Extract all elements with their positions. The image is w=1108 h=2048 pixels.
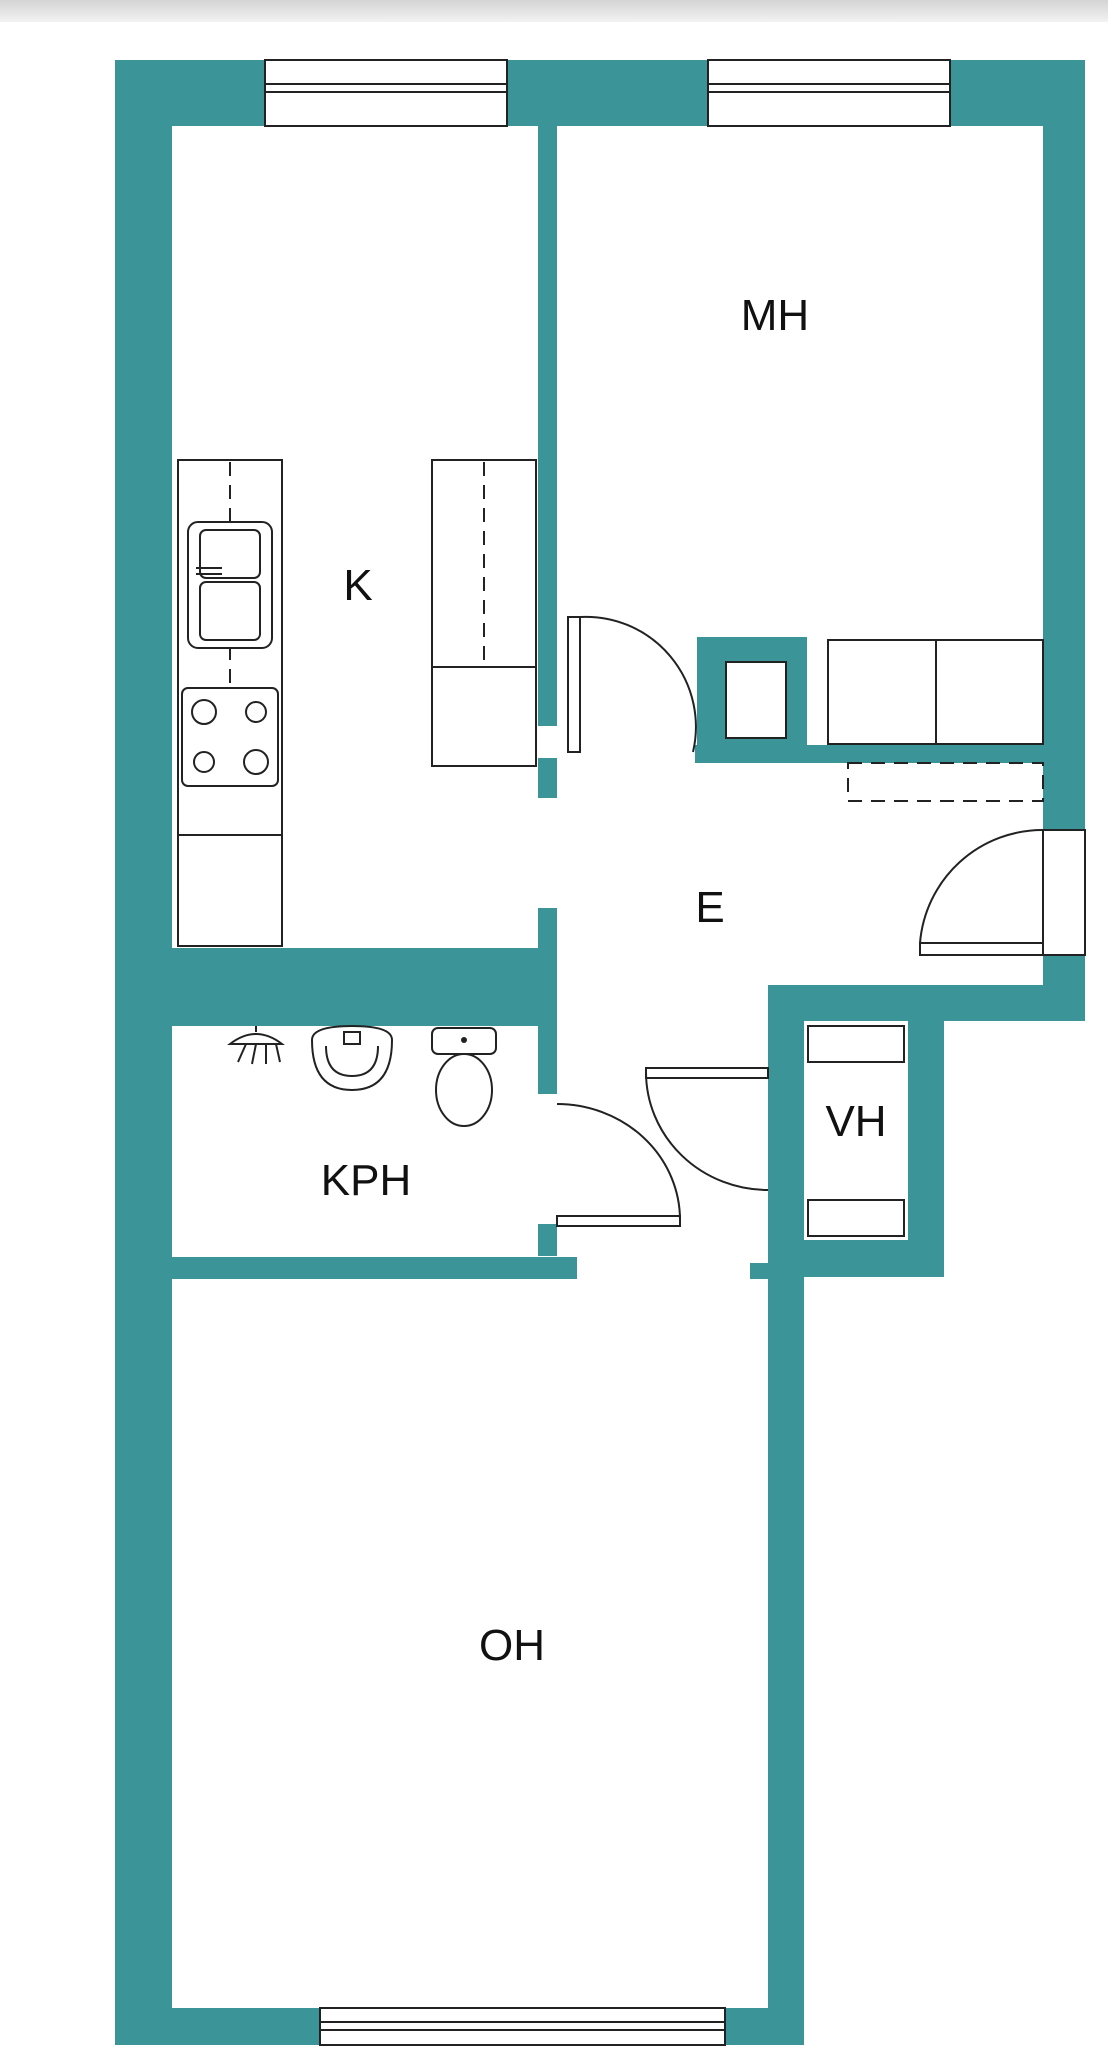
wall-k-bottom <box>172 948 557 1026</box>
windows <box>264 59 951 2046</box>
door-vh <box>645 1067 769 1079</box>
window-living-room <box>319 2007 726 2046</box>
shower-icon <box>227 1026 285 1065</box>
top-bar <box>0 0 1108 22</box>
sink-icon <box>310 1024 394 1092</box>
bathroom-fixtures <box>227 1024 497 1127</box>
wall-vh-right <box>908 1021 944 1277</box>
kitchen-fixtures <box>177 459 537 947</box>
wall-kph-bottom <box>172 1257 577 1279</box>
room-label-k: K <box>343 561 372 610</box>
toilet-icon <box>431 1027 497 1127</box>
vh-shelf-top <box>807 1025 905 1063</box>
walls <box>115 60 1085 2045</box>
room-labels: MH K E KPH VH OH <box>321 291 887 1670</box>
vh-fixtures <box>807 1025 905 1237</box>
doors <box>556 615 1086 1227</box>
wall-left <box>115 60 172 2045</box>
closet-interior <box>725 661 787 739</box>
wall-kph-e-upper <box>538 1022 557 1094</box>
wall-oh-stub <box>750 1263 804 1279</box>
door-kph <box>556 1215 681 1227</box>
door-mh <box>567 616 581 753</box>
wall-right-upper <box>1043 60 1085 830</box>
room-label-kph: KPH <box>321 1156 411 1205</box>
wall-kph-e-lower <box>538 1224 557 1256</box>
wall-k-mh <box>538 126 557 726</box>
room-label-mh: MH <box>741 291 809 340</box>
wall-k-mh-stub <box>538 758 557 798</box>
shelf-dashed <box>847 762 1044 802</box>
wardrobes <box>725 639 1044 802</box>
wall-k-e <box>538 908 557 1026</box>
room-label-vh: VH <box>825 1097 886 1146</box>
door-entrance <box>919 942 1044 956</box>
wall-vh-top <box>768 985 1065 1021</box>
room-label-e: E <box>695 883 724 932</box>
wall-vh-left <box>768 985 804 2045</box>
room-label-oh: OH <box>479 1621 545 1670</box>
vh-shelf-bottom <box>807 1199 905 1237</box>
wall-vh-bottom <box>804 1240 944 1277</box>
